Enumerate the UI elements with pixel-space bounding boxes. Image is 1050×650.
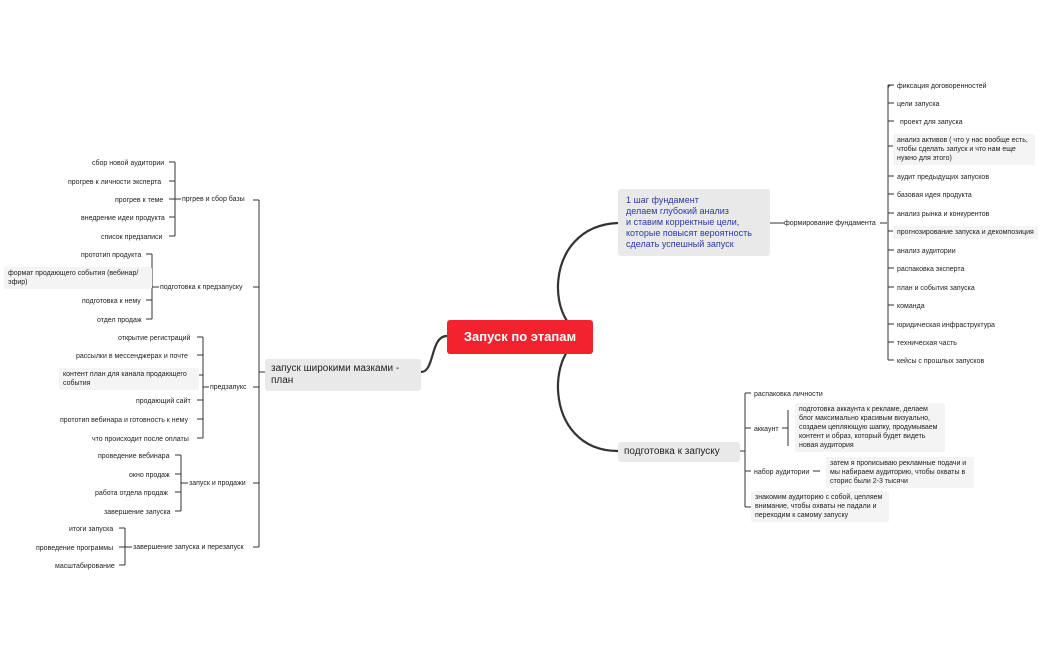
preparation-item[interactable]: подготовка к нему xyxy=(82,298,141,305)
launch-item[interactable]: окно продаж xyxy=(129,472,170,479)
finish-item[interactable]: масштабирование xyxy=(55,563,115,570)
preparation-item[interactable]: формат продающего события (вебинар/ эфир… xyxy=(4,267,152,289)
prelaunch-item[interactable]: прототип вебинара и готовность к нему xyxy=(60,417,188,424)
prelaunch-item[interactable]: продающий сайт xyxy=(136,398,191,405)
prep-account-detail[interactable]: подготовка аккаунта к рекламе, делаем бл… xyxy=(795,403,945,452)
foundation-item[interactable]: команда xyxy=(897,303,925,310)
prelaunch-item[interactable]: что происходит после оплаты xyxy=(92,436,189,443)
foundation-item[interactable]: анализ рынка и конкурентов xyxy=(897,211,990,218)
launch-item[interactable]: завершение запуска xyxy=(104,509,171,516)
branch-prep[interactable]: подготовка к запуску xyxy=(618,442,740,462)
prelaunch-item[interactable]: контент план для канала продающего событ… xyxy=(59,368,199,390)
prelaunch-item[interactable]: открытие регистраций xyxy=(118,335,191,342)
foundation-item[interactable]: базовая идея продукта xyxy=(897,192,972,199)
foundation-item[interactable]: техническая часть xyxy=(897,340,957,347)
prep-item-unpack[interactable]: распаковка личности xyxy=(754,391,823,398)
foundation-item[interactable]: анализ аудитории xyxy=(897,248,956,255)
foundation-item[interactable]: проект для запуска xyxy=(900,119,963,126)
group-launch[interactable]: запуск и продажи xyxy=(189,480,246,487)
sub-formation-foundation[interactable]: формирование фундамента xyxy=(784,220,876,227)
finish-item[interactable]: проведение программы xyxy=(36,545,114,552)
root-node[interactable]: Запуск по этапам xyxy=(447,320,593,354)
foundation-item[interactable]: прогнозирование запуска и декомпозиция xyxy=(893,226,1038,239)
branch-foundation[interactable]: 1 шаг фундамент делаем глубокий анализ и… xyxy=(618,189,770,256)
prep-audience-detail[interactable]: затем я прописываю рекламные подачи и мы… xyxy=(826,457,974,488)
warmup-item[interactable]: прогрев к личности эксперта xyxy=(68,179,162,186)
foundation-item[interactable]: кейсы с прошлых запусков xyxy=(897,358,985,365)
foundation-item[interactable]: юридическая инфраструктура xyxy=(897,322,995,329)
finish-item[interactable]: итоги запуска xyxy=(69,526,114,533)
foundation-item[interactable]: фиксация договоренностей xyxy=(897,83,987,90)
connector-foundation-spine xyxy=(887,84,893,360)
launch-item[interactable]: работа отдела продаж xyxy=(95,490,168,497)
group-prelaunch[interactable]: предзапукс xyxy=(210,384,247,391)
foundation-item[interactable]: распаковка эксперта xyxy=(897,266,965,273)
launch-item[interactable]: проведение вебинара xyxy=(98,453,170,460)
preparation-item[interactable]: прототип продукта xyxy=(81,252,142,259)
group-warmup[interactable]: пргрев и сбор базы xyxy=(182,196,245,203)
group-finish[interactable]: завершение запуска и перезапуск xyxy=(133,544,244,551)
foundation-item[interactable]: цели запуска xyxy=(897,101,940,108)
group-preparation[interactable]: подготовка к предзапуску xyxy=(160,284,243,291)
connector-prep-spine xyxy=(740,393,746,507)
foundation-item[interactable]: план и события запуска xyxy=(897,285,975,292)
warmup-item[interactable]: внедрение идеи продукта xyxy=(81,215,165,222)
foundation-item[interactable]: аудит предыдущих запусков xyxy=(897,174,990,181)
prelaunch-item[interactable]: рассылки в мессенджерах и почте xyxy=(76,353,188,360)
warmup-item[interactable]: список предзаписи xyxy=(101,234,163,241)
connector-root-broad xyxy=(420,334,448,374)
foundation-item[interactable]: анализ активов ( что у нас вообще есть, … xyxy=(893,134,1035,165)
preparation-item[interactable]: отдел продаж xyxy=(97,317,142,324)
warmup-item[interactable]: прогрев к теме xyxy=(115,197,164,204)
connector-account-detail xyxy=(782,410,789,446)
prep-item-audience[interactable]: набор аудитории xyxy=(754,469,810,476)
prep-item-account[interactable]: аккаунт xyxy=(754,426,779,433)
prep-item-acquaint[interactable]: знакомим аудиторию с собой, цепляем вним… xyxy=(751,491,889,522)
connector-broad-spine xyxy=(258,200,265,547)
warmup-item[interactable]: сбор новой аудитории xyxy=(92,160,165,167)
branch-broad-plan[interactable]: запуск широкими мазками - план xyxy=(265,359,421,391)
